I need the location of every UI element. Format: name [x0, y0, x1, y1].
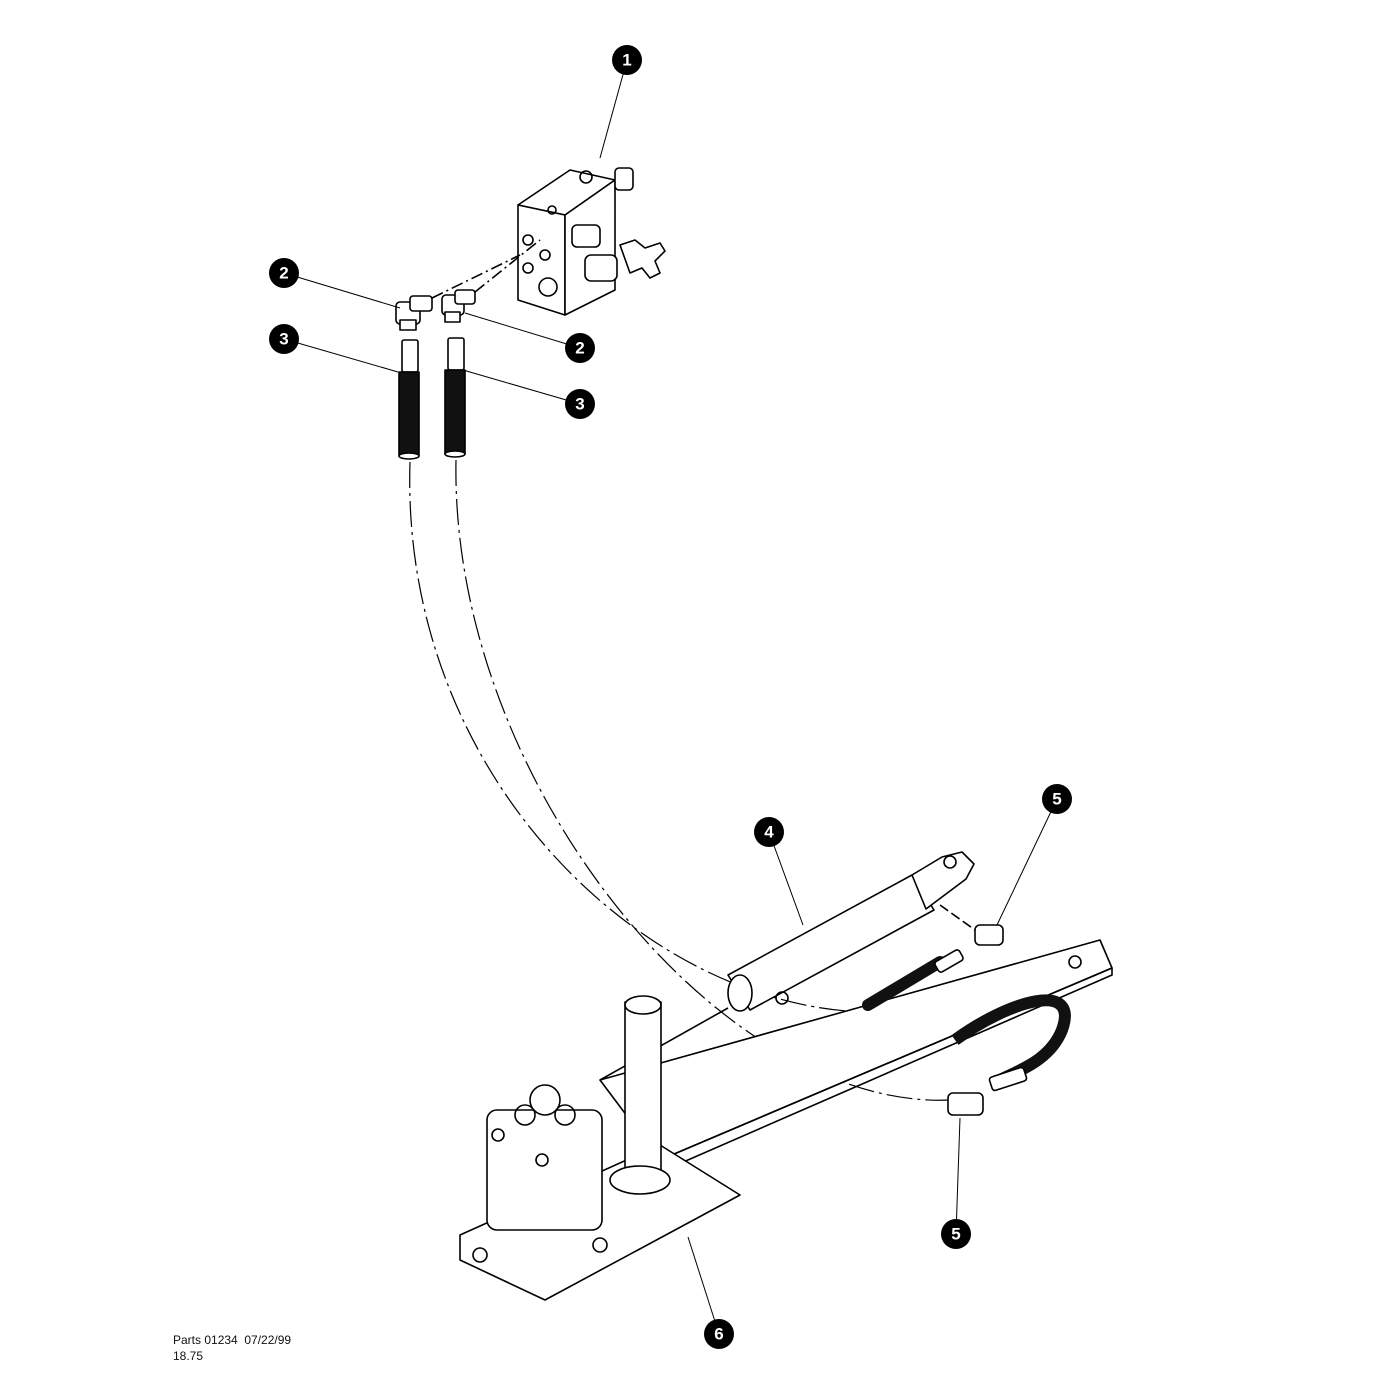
valve-block [517, 167, 666, 316]
callout-label: 5 [1052, 790, 1061, 809]
elbow-fitting-left [395, 295, 433, 331]
callout-5-lower[interactable]: 5 [941, 1219, 971, 1249]
callout-3-left[interactable]: 3 [269, 324, 299, 354]
callout-3-right[interactable]: 3 [565, 389, 595, 419]
callout-label: 2 [575, 339, 584, 358]
callout-label: 1 [622, 51, 631, 70]
page-number: 18.75 [173, 1349, 204, 1363]
hose-left [398, 339, 420, 460]
callout-label: 6 [714, 1325, 723, 1344]
callout-2-right[interactable]: 2 [565, 333, 595, 363]
hose-right [444, 337, 466, 458]
callout-label: 5 [951, 1225, 960, 1244]
elbow-fitting-lower [947, 1092, 984, 1116]
callout-4[interactable]: 4 [754, 817, 784, 847]
callout-label: 4 [764, 823, 774, 842]
callout-label: 3 [279, 330, 288, 349]
callout-6[interactable]: 6 [704, 1319, 734, 1349]
callout-label: 2 [279, 264, 288, 283]
callout-1[interactable]: 1 [612, 45, 642, 75]
part-number-date: Parts 01234 07/22/99 [173, 1333, 292, 1347]
elbow-fitting-upper [939, 904, 1004, 946]
leader-lines [283, 59, 1058, 1335]
callout-2-left[interactable]: 2 [269, 258, 299, 288]
pump-base-plate [459, 995, 741, 1301]
elbow-fitting-right [441, 289, 476, 323]
footer-info: Parts 01234 07/22/99 18.75 [173, 1332, 291, 1364]
callout-5-upper[interactable]: 5 [1042, 784, 1072, 814]
callout-label: 3 [575, 395, 584, 414]
hydraulic-cylinder [599, 851, 975, 1081]
